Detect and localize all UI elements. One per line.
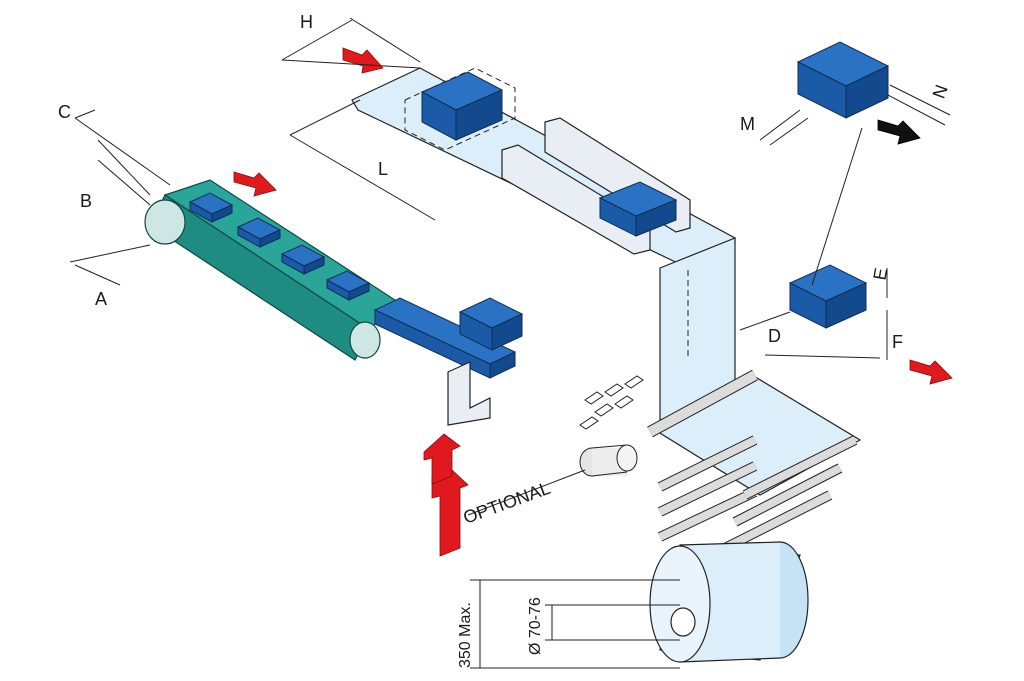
label-L: L <box>378 159 388 179</box>
collating-row <box>373 297 524 426</box>
infeed-conveyor <box>144 179 396 361</box>
film-roll <box>649 541 809 663</box>
label-H: H <box>300 12 313 32</box>
label-D: D <box>768 326 781 346</box>
leader-line <box>811 127 863 286</box>
rollers <box>647 369 858 553</box>
product-box <box>280 244 326 275</box>
label-core-diameter: Ø 70-76 <box>527 597 544 655</box>
label-M: M <box>740 114 755 134</box>
red-arrow-icon <box>233 171 277 197</box>
product-box <box>188 192 234 223</box>
label-B: B <box>80 191 92 211</box>
label-max-height: 350 Max. <box>457 602 474 668</box>
folding-section <box>501 117 691 255</box>
optional-perforator <box>467 375 644 516</box>
dimension-lines <box>69 17 951 669</box>
output-box-lower <box>788 264 868 329</box>
product-box <box>325 270 371 301</box>
red-up-arrow-icon <box>423 433 469 557</box>
output-box-upper <box>796 41 890 119</box>
label-A: A <box>95 289 107 309</box>
red-arrow-icon <box>342 47 384 74</box>
label-E: E <box>869 266 891 281</box>
label-C: C <box>58 102 71 122</box>
black-arrow-icon <box>877 119 921 145</box>
product-box-on-film <box>420 71 504 141</box>
conveyor-products <box>188 192 371 301</box>
red-arrow-icon <box>909 359 953 385</box>
label-optional: OPTIONAL <box>461 478 553 528</box>
label-F: F <box>892 332 903 352</box>
product-box <box>236 217 282 248</box>
label-N: N <box>929 82 952 101</box>
